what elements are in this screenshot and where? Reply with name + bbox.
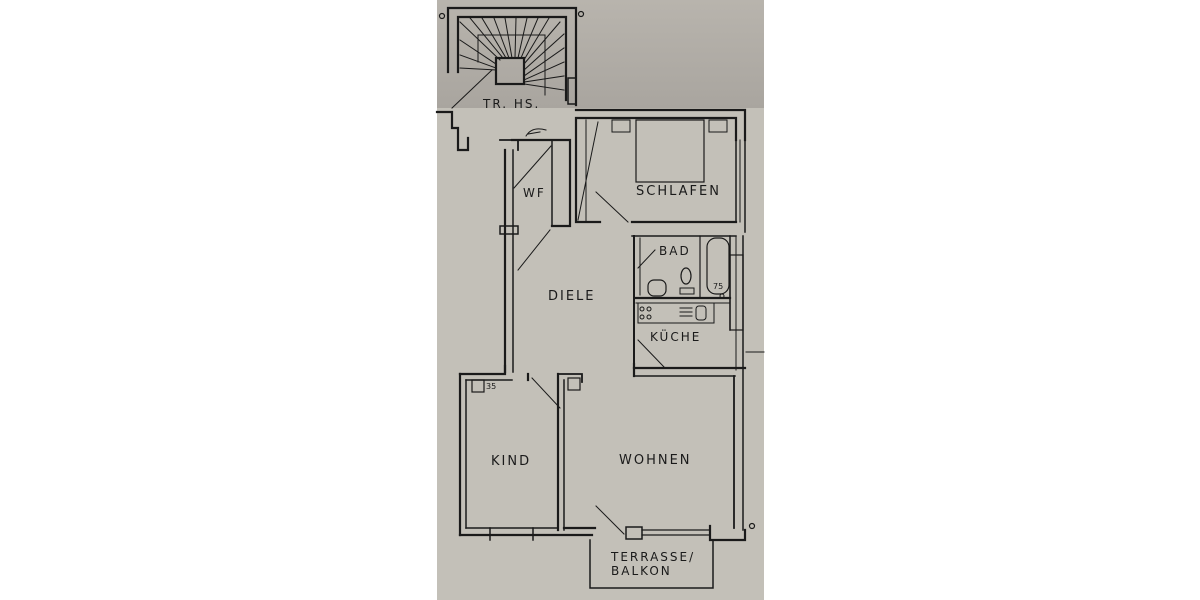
label-kind: KIND [491,454,532,469]
bathtub-dimension: 75 [713,282,724,291]
label-schlafen: SCHLAFEN [636,184,721,199]
label-bad: BAD [659,244,691,258]
label-diele: DIELE [548,289,596,304]
label-kueche: KÜCHE [650,330,702,344]
label-staircase: TR. HS. [483,97,541,111]
floor-plan-paper [437,0,764,600]
chimney-dimension: 35 [486,382,497,391]
staircase [438,6,585,109]
apartment-walls [458,108,765,589]
label-terrasse: TERRASSE/ [611,550,696,564]
label-wf: WF [523,186,546,200]
label-wohnen: WOHNEN [619,453,692,468]
label-balkon: BALKON [611,564,672,578]
